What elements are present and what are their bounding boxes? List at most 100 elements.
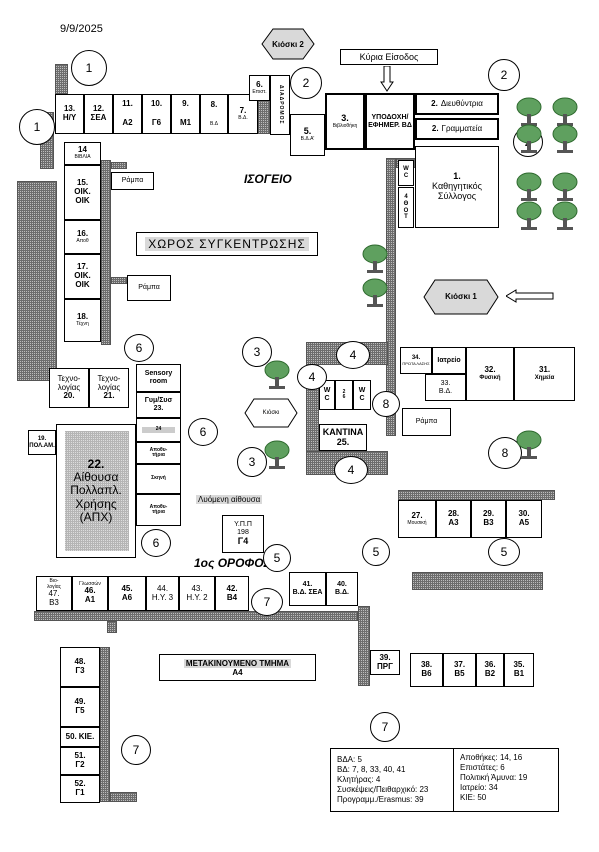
room-40[interactable]: 40.Β.Δ.	[326, 572, 358, 606]
zone-marker[interactable]: 7	[370, 712, 400, 742]
assembly-area[interactable]: ΧΩΡΟΣ ΣΥΓΚΕΝΤΡΩΣΗΣ	[136, 232, 318, 256]
room-38[interactable]: 38.Β6	[410, 653, 443, 687]
room-36[interactable]: 36.Β2	[476, 653, 504, 687]
room-48[interactable]: 48.Γ3	[60, 647, 100, 687]
room-1-teachers[interactable]: 1.Καθηγητικός Σύλλογος	[415, 146, 499, 228]
ramp-1[interactable]: Ράμπα	[111, 172, 154, 190]
zone-marker[interactable]: 2	[488, 59, 520, 91]
zone-marker[interactable]: 8	[372, 391, 400, 417]
room-15[interactable]: 15.ΟΙΚ. ΟΙΚ	[64, 165, 101, 220]
room-30[interactable]: 30.Α5	[506, 500, 542, 538]
room-49[interactable]: 49.Γ5	[60, 687, 100, 727]
room-51[interactable]: 51.Γ2	[60, 747, 100, 775]
room-2-director[interactable]: 2.Διευθύντρια	[415, 93, 499, 115]
room-29[interactable]: 29.Β3	[471, 500, 506, 538]
zone-marker[interactable]: 1	[71, 50, 107, 86]
walkway	[17, 181, 57, 381]
zone-marker[interactable]: 5	[263, 544, 291, 572]
zone-marker[interactable]: 6	[188, 418, 218, 446]
room-27-music[interactable]: 27.Μουσική	[398, 500, 436, 538]
room-11[interactable]: 11.Α2	[113, 94, 142, 134]
room-2-secretariat[interactable]: 2.Γραμματεία	[415, 118, 499, 140]
room-41[interactable]: 41.Β.Δ. ΣΕΑ	[289, 572, 326, 606]
wc-2[interactable]: W C	[353, 380, 371, 410]
floor-ground-title: ΙΣΟΓΕΙΟ	[244, 172, 292, 186]
legend-line: Επιστάτες: 6	[460, 763, 505, 772]
zone-marker[interactable]: 4	[336, 341, 370, 369]
tree-icon	[362, 244, 388, 273]
wc-1[interactable]: W C	[319, 380, 335, 410]
main-entrance[interactable]: Κύρια Είσοδος	[340, 49, 438, 65]
room-13[interactable]: 13.Η/Υ	[55, 94, 84, 134]
room-32-physics[interactable]: 32.Φυσική	[466, 347, 514, 401]
room-8[interactable]: 8.Β.Δ	[200, 94, 228, 134]
zone-marker[interactable]: 6	[124, 334, 154, 362]
room-12[interactable]: 12.ΣΕΑ	[84, 94, 113, 134]
zone-marker[interactable]: 7	[121, 735, 151, 765]
zone-marker[interactable]: 4	[334, 456, 368, 484]
tree-icon	[552, 124, 578, 153]
room-50[interactable]: 50.ΚΙΕ.	[60, 727, 100, 747]
room-39[interactable]: 39.ΠΡΓ	[370, 650, 400, 675]
room-10[interactable]: 10.Γ6	[142, 94, 171, 134]
room-42[interactable]: 42.Β4	[215, 576, 249, 611]
zone-marker[interactable]: 1	[19, 109, 55, 145]
zone-marker[interactable]: 8	[488, 437, 522, 469]
room-19[interactable]: 19.ΠΟΛ.ΑΜ.	[28, 430, 56, 455]
room-34[interactable]: 34.ΠΡΩΤΑ ΛΑΣΗΣ	[400, 347, 432, 374]
room-26[interactable]: 2 6	[335, 380, 353, 410]
room-6[interactable]: 6.Επιστ.	[249, 75, 270, 101]
tree-icon	[516, 124, 542, 153]
zone-marker[interactable]: 5	[488, 538, 520, 566]
kiosk-1-hexagon[interactable]	[423, 279, 499, 315]
ramp-3[interactable]: Ράμπα	[402, 408, 451, 436]
room-35[interactable]: 35.Β1	[504, 653, 534, 687]
room-28[interactable]: 28.Α3	[436, 500, 471, 538]
room-52[interactable]: 52.Γ1	[60, 775, 100, 803]
ramp-2[interactable]: Ράμπα	[127, 275, 171, 301]
room-33[interactable]: 33.Β.Δ.	[425, 374, 466, 401]
sensory-room[interactable]: Sensory room	[136, 364, 181, 392]
room-16[interactable]: 16.Αποθ	[64, 220, 101, 254]
zone-marker[interactable]: 2	[290, 67, 322, 99]
stage[interactable]: Σκηνή	[136, 464, 181, 494]
room-45[interactable]: 45.Α6	[108, 576, 146, 611]
zone-marker[interactable]: 6	[141, 529, 171, 557]
room-3-library[interactable]: 3.Βιβλιοθήκη	[325, 93, 365, 150]
zone-marker[interactable]: 5	[362, 538, 390, 566]
room-5[interactable]: 5.Β.Δ.Α'	[290, 114, 325, 156]
room-31-chemistry[interactable]: 31.Χημεία	[514, 347, 575, 401]
room-37[interactable]: 37.Β5	[443, 653, 476, 687]
room-22-multipurpose[interactable]: 22.Αίθουσα Πολλαπλ. Χρήσης (ΑΠΧ)	[56, 424, 136, 558]
room-18[interactable]: 18.Τέχνη	[64, 299, 101, 342]
infirmary[interactable]: Ιατρείο	[432, 347, 466, 374]
legend-line: ΒΔ: 7, 8, 33, 40, 41	[337, 765, 406, 774]
zone-marker[interactable]: 4	[297, 364, 327, 390]
wc-top[interactable]: W C	[398, 160, 414, 186]
kiosk-small-hexagon[interactable]	[244, 398, 298, 428]
zone-marker[interactable]: 3	[237, 447, 267, 477]
storage-2[interactable]: Αποθυ- τήρια	[136, 494, 181, 526]
zone-marker[interactable]: 3	[242, 337, 272, 367]
dismantled-room[interactable]: Λυόμενη αίθουσα	[196, 495, 263, 504]
reception[interactable]: ΥΠΟΔΟΧΗ/ ΕΦΗΜΕΡ. ΒΔ	[365, 93, 415, 150]
storage-1[interactable]: Αποθυ- τήρια	[136, 442, 181, 464]
room-17[interactable]: 17.ΟΙΚ. ΟΙΚ	[64, 254, 101, 299]
room-9[interactable]: 9.Μ1	[171, 94, 200, 134]
room-44[interactable]: 44.Η.Υ. 3	[146, 576, 179, 611]
room-43[interactable]: 43.Η.Υ. 2	[179, 576, 215, 611]
corridor[interactable]: ΔΙΑΔΡΟΜΟΣ	[270, 75, 290, 135]
room-24[interactable]: 24	[136, 418, 181, 442]
zone-marker[interactable]: 7	[251, 588, 283, 616]
kiosk-2-hexagon[interactable]	[261, 28, 315, 60]
